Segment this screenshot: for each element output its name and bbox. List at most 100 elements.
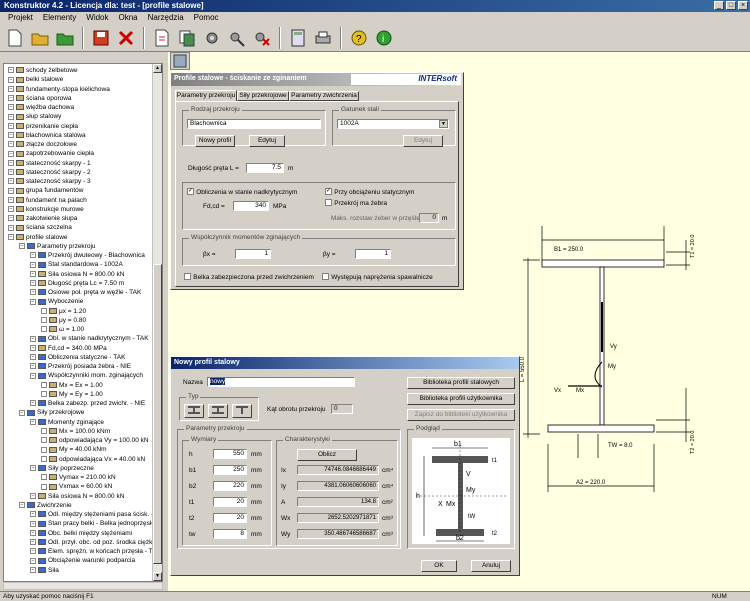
expand-toggle-icon[interactable]: − (8, 159, 14, 166)
cancel-button[interactable]: Anuluj (471, 560, 511, 572)
save-to-library-button[interactable]: Zapisz do biblioteki użytkownika (407, 409, 515, 421)
dim-input[interactable]: 250 (213, 465, 247, 475)
tree-item[interactable]: −ściana oporowa (8, 94, 72, 103)
tree-item[interactable]: −przenikanie ciepła (8, 122, 78, 131)
export-icon[interactable] (151, 27, 173, 49)
tab-parametry-zwichrzenia[interactable]: Parametry zwichrzenia (289, 91, 359, 101)
minimize-button[interactable]: _ (714, 1, 724, 10)
tree-item[interactable]: −Obl. w stanie nadkrytycznym - TAK (30, 334, 149, 343)
expand-toggle-icon[interactable]: − (8, 196, 14, 203)
tree-item[interactable]: −Siły przekrojowe (19, 408, 84, 417)
tree-item[interactable]: −Fd,cd = 340.00 MPa (30, 344, 107, 353)
tree-item[interactable]: −stateczność skarpy - 2 (8, 168, 91, 177)
expand-toggle-icon[interactable] (41, 381, 47, 388)
dim-input[interactable]: 550 (213, 449, 247, 459)
tree-item[interactable]: −zapotrzebowanie ciepła (8, 149, 94, 158)
tree-item[interactable]: −fundamenty-stopa kielichowa (8, 85, 110, 94)
copy-icon[interactable] (176, 27, 198, 49)
bx-input[interactable]: 1 (235, 249, 271, 259)
expand-toggle-icon[interactable]: − (19, 409, 25, 416)
ok-button[interactable]: OK (421, 560, 457, 572)
tree-item[interactable]: −Siły poprzeczne (30, 464, 94, 473)
tree-item[interactable]: −ściana szczelna (8, 223, 72, 232)
expand-toggle-icon[interactable]: − (8, 132, 14, 139)
info-icon[interactable]: i (373, 27, 395, 49)
expand-toggle-icon[interactable]: − (8, 169, 14, 176)
expand-toggle-icon[interactable]: − (8, 122, 14, 129)
tree-item[interactable]: −Siła (30, 566, 59, 575)
expand-toggle-icon[interactable]: − (30, 492, 36, 499)
scroll-thumb[interactable] (153, 264, 162, 564)
steel-library-button[interactable]: Biblioteka profili stalowych (407, 377, 515, 389)
expand-toggle-icon[interactable] (41, 455, 47, 462)
expand-toggle-icon[interactable]: − (30, 280, 36, 287)
project-tree[interactable]: −schody żelbetowe−belki stalowe−fundamen… (3, 63, 163, 582)
tree-item[interactable]: −schody żelbetowe (8, 66, 78, 75)
tree-item[interactable]: μy = 0.80 (41, 316, 86, 325)
tools-icon[interactable] (226, 27, 248, 49)
tree-item[interactable]: −Elem. sprężn. w końcach przęsła - TAK (30, 547, 161, 556)
tab-parametry-przekroju[interactable]: Parametry przekroju (175, 90, 237, 101)
expand-toggle-icon[interactable]: − (30, 354, 36, 361)
name-input[interactable]: nowy (207, 377, 355, 387)
tree-item[interactable]: −Parametry przekroju (19, 242, 96, 251)
tree-item[interactable]: −Przekrój posiada żebra - NIE (30, 362, 131, 371)
tree-scrollbar[interactable]: ▲ ▼ (152, 64, 162, 581)
expand-toggle-icon[interactable]: − (8, 141, 14, 148)
scroll-down-arrow[interactable]: ▼ (153, 572, 162, 581)
expand-toggle-icon[interactable] (41, 446, 47, 453)
tab-sily-przekrojowe[interactable]: Siły przekrojowe (237, 91, 289, 101)
expand-toggle-icon[interactable]: − (8, 224, 14, 231)
tree-item[interactable]: −Obciążenie warunki podparcia (30, 556, 135, 565)
tree-item[interactable]: −Belka zabezp. przed zwichr. - NIE (30, 399, 145, 408)
type-i-button[interactable] (184, 404, 204, 418)
help-icon[interactable]: ? (348, 27, 370, 49)
expand-toggle-icon[interactable]: − (30, 289, 36, 296)
tree-item[interactable]: −Współczynniki mom. zginających (30, 371, 143, 380)
user-library-button[interactable]: Biblioteka profili użytkownika (407, 393, 515, 405)
print-icon[interactable] (312, 27, 334, 49)
tree-item[interactable]: −Wyboczenie (30, 297, 83, 306)
tree-item[interactable]: −Zwichrzenie (19, 501, 72, 510)
tree-item[interactable]: odpowiadająca Vy = 100.00 kN (41, 436, 149, 445)
steel-grade-select[interactable]: 1002A (337, 119, 449, 129)
expand-toggle-icon[interactable]: − (30, 465, 36, 472)
expand-toggle-icon[interactable]: − (8, 206, 14, 213)
tree-item[interactable]: −Momenty zginające (30, 418, 104, 427)
calculate-button[interactable]: Oblicz (297, 449, 357, 461)
menu-elementy[interactable]: Elementy (42, 13, 77, 22)
type-t-button[interactable] (232, 404, 252, 418)
tree-item[interactable]: ω = 1.00 (41, 325, 84, 334)
angle-select[interactable]: 0 (331, 404, 353, 414)
tree-item[interactable]: −Stal standardowa - 1002A (30, 260, 123, 269)
expand-toggle-icon[interactable] (41, 483, 47, 490)
expand-toggle-icon[interactable]: − (8, 215, 14, 222)
expand-toggle-icon[interactable] (41, 391, 47, 398)
tree-item[interactable]: −Siła osiowa N = 800.00 kN (30, 492, 124, 501)
check-static[interactable]: ✓ Przy obciążeniu statycznym (325, 188, 415, 196)
edit-steel-button[interactable]: Edytuj (403, 135, 443, 147)
expand-toggle-icon[interactable] (41, 428, 47, 435)
dim-input[interactable]: 8 (213, 529, 247, 539)
by-input[interactable]: 1 (355, 249, 391, 259)
maximize-button[interactable]: □ (726, 1, 736, 10)
expand-toggle-icon[interactable]: − (8, 113, 14, 120)
tree-item[interactable]: My = Ey = 1.00 (41, 390, 103, 399)
expand-toggle-icon[interactable]: − (8, 104, 14, 111)
new-profile-button[interactable]: Nowy profil (195, 135, 235, 147)
menu-narzedzia[interactable]: Narzędzia (147, 13, 184, 22)
check-nadkryt[interactable]: ✓ Obliczenia w stanie nadkrytycznym (187, 188, 298, 196)
expand-toggle-icon[interactable]: − (30, 400, 36, 407)
menu-projekt[interactable]: Projekt (8, 13, 33, 22)
max-spacing-input[interactable]: 0 (419, 213, 439, 223)
expand-toggle-icon[interactable]: − (30, 529, 36, 536)
tree-item[interactable]: My = 40.00 kNm (41, 445, 107, 454)
expand-toggle-icon[interactable]: − (30, 511, 36, 518)
tree-item[interactable]: −Długość pręta Lc = 7.50 m (30, 279, 124, 288)
expand-toggle-icon[interactable]: − (30, 539, 36, 546)
check-ribs[interactable]: Przekrój ma żebra (325, 198, 387, 207)
calculator-icon[interactable] (287, 27, 309, 49)
expand-toggle-icon[interactable] (41, 307, 47, 314)
tree-item[interactable]: −słup stalowy (8, 112, 61, 121)
length-input[interactable]: 7.5 (246, 163, 284, 173)
